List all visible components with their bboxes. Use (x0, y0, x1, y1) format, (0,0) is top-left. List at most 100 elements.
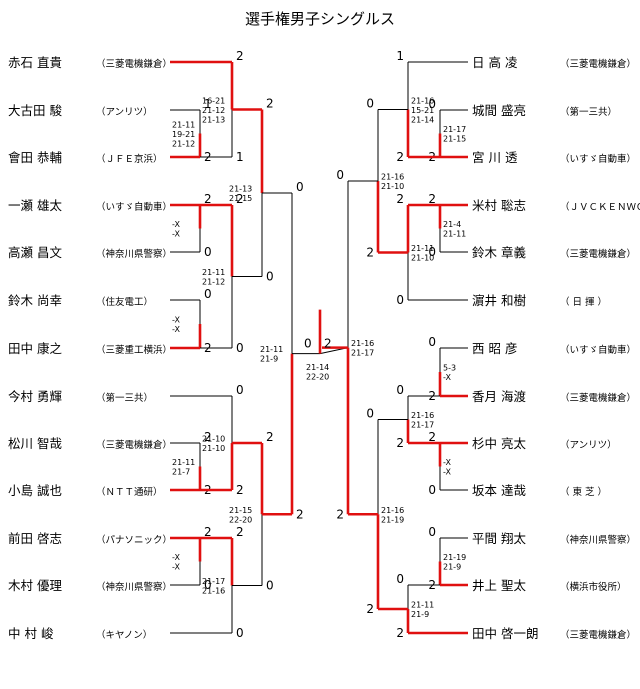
player-name: 平間 翔太 (472, 531, 526, 546)
set-score: 21-11 (260, 345, 283, 354)
player-team: （ 東 芝 ） (560, 486, 607, 498)
games-won: 0 (428, 525, 436, 539)
set-score: -X (172, 563, 180, 572)
set-score: 21-11 (172, 458, 195, 467)
set-score: 21-11 (202, 268, 225, 277)
player-team: （三菱電機鎌倉） (96, 58, 172, 70)
set-score: 21-15 (229, 506, 252, 515)
set-score: 21-15 (229, 194, 252, 203)
games-won: 1 (236, 150, 244, 164)
games-won: 2 (396, 150, 404, 164)
games-won: 2 (236, 525, 244, 539)
player-name: 赤石 直貴 (8, 55, 62, 70)
set-score: -X (172, 220, 180, 229)
games-won: 2 (266, 430, 274, 444)
set-score: 21-16 (411, 411, 434, 420)
set-score: 21-16 (351, 339, 374, 348)
player-name: 會田 恭輔 (8, 150, 62, 165)
set-score: 21-17 (202, 577, 225, 586)
player-team: （住友電工） (96, 296, 153, 308)
set-score: 21-16 (202, 587, 225, 596)
player-team: （三菱電機鎌倉） (96, 439, 172, 451)
games-won: 0 (428, 97, 436, 111)
set-score: 21-11 (172, 120, 195, 129)
games-won: 1 (396, 49, 404, 63)
set-score: -X (172, 553, 180, 562)
set-score: 21-17 (411, 421, 434, 430)
player-team: （三菱電機鎌倉） (560, 58, 636, 70)
set-score: 21-9 (411, 610, 429, 619)
set-score: 21-4 (443, 220, 461, 229)
set-score: 21-19 (443, 553, 466, 562)
player-team: （三菱電機鎌倉） (560, 392, 636, 404)
player-name: 小島 誠也 (8, 483, 62, 498)
games-won: 1 (204, 97, 212, 111)
player-team: （三菱電機鎌倉） (560, 629, 636, 641)
set-score: 21-16 (381, 506, 404, 515)
player-name: 西 昭 彦 (472, 341, 517, 356)
games-won: 2 (296, 507, 304, 521)
set-score: -X (443, 373, 451, 382)
games-won: 0 (428, 483, 436, 497)
set-score: 21-11 (443, 230, 466, 239)
set-score: 21-16 (411, 96, 434, 105)
games-won: 0 (366, 407, 374, 421)
games-won: 2 (236, 49, 244, 63)
player-team: （キヤノン） (96, 629, 152, 641)
set-score: 21-14 (306, 363, 329, 372)
set-score: 21-10 (411, 254, 434, 263)
player-name: 高瀬 昌文 (8, 245, 62, 260)
player-name: 城間 盛亮 (472, 103, 526, 118)
player-name: 日 高 凌 (472, 55, 518, 70)
games-won: 0 (236, 626, 244, 640)
set-score: 21-16 (381, 173, 404, 182)
player-name: 杉中 亮太 (472, 436, 526, 451)
player-name: 田中 康之 (8, 341, 62, 356)
games-won: 0 (236, 383, 244, 397)
games-won: 0 (396, 572, 404, 586)
set-score: 21-12 (202, 278, 225, 287)
player-team: （ＪＶＣＫＥＮＷＯＯＤ） (560, 201, 640, 213)
games-won: 0 (296, 180, 304, 194)
player-name: 田中 啓一朗 (472, 626, 538, 641)
player-name: 一瀬 雄太 (8, 198, 62, 213)
games-won: 2 (428, 430, 436, 444)
games-won: 2 (366, 246, 374, 260)
set-score: -X (172, 325, 180, 334)
set-score: 21-11 (411, 601, 434, 610)
games-won: 2 (366, 602, 374, 616)
set-score: 21-17 (443, 125, 466, 134)
games-won: 2 (396, 626, 404, 640)
set-score: 21-17 (351, 349, 374, 358)
games-won: 0 (428, 245, 436, 259)
player-team: （第一三共） (560, 106, 617, 118)
player-name: 宮 川 透 (472, 150, 518, 165)
games-won: 0 (336, 168, 344, 182)
set-score: 21-13 (202, 115, 225, 124)
games-won: 2 (204, 430, 212, 444)
set-score: 22-20 (229, 515, 252, 524)
games-won: 0 (204, 578, 212, 592)
set-score: 15-21 (411, 106, 434, 115)
page-title: 選手権男子シングルス (244, 10, 395, 28)
player-name: 鈴木 尚幸 (8, 293, 62, 308)
set-score: 22-20 (306, 373, 329, 382)
player-team: （いすゞ自動車） (560, 153, 636, 165)
set-score: 21-19 (381, 515, 404, 524)
games-won: 2 (428, 192, 436, 206)
games-won: 2 (204, 525, 212, 539)
player-name: 濵井 和樹 (472, 293, 526, 308)
set-score: 21-15 (443, 135, 466, 144)
games-won: 2 (236, 483, 244, 497)
games-won: 2 (266, 97, 274, 111)
set-score: 21-13 (229, 185, 252, 194)
player-name: 今村 勇輝 (8, 389, 62, 404)
games-won: 0 (266, 579, 274, 593)
games-won: 2 (396, 436, 404, 450)
player-team: （三菱重工横浜） (96, 344, 172, 356)
set-score: 21-14 (411, 115, 434, 124)
games-won: 0 (266, 270, 274, 284)
set-score: -X (443, 468, 451, 477)
games-won: 2 (204, 192, 212, 206)
games-won: 0 (428, 335, 436, 349)
